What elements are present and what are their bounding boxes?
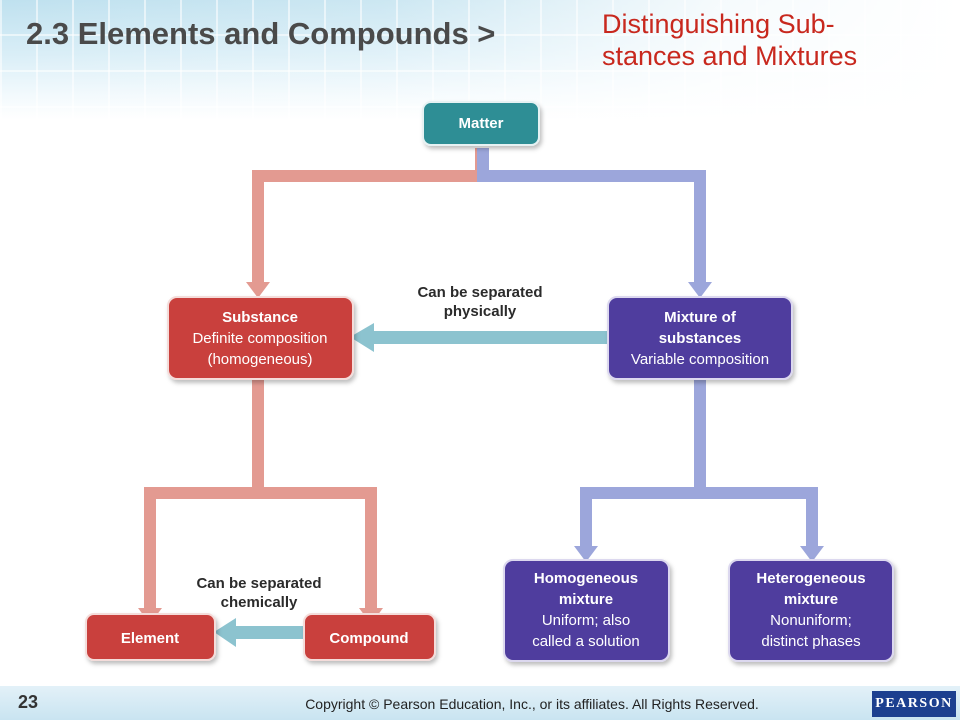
node-heterogeneous-line-2: distinct phases	[761, 633, 860, 650]
node-homogeneous-line-1: Uniform; also	[542, 612, 630, 629]
label-physical-line-2: physically	[444, 303, 517, 320]
node-substance	[167, 296, 354, 380]
node-compound	[303, 613, 436, 661]
subtitle-line-2: stances and Mixtures	[602, 41, 858, 71]
connectors-mixture-side	[477, 148, 824, 562]
matter-classification-diagram: Matter Substance Definite composition (h…	[85, 101, 894, 662]
pearson-logo: PEARSON	[872, 691, 956, 717]
node-heterogeneous-line-1: Nonuniform;	[770, 612, 852, 629]
node-heterogeneous-mixture	[728, 559, 894, 662]
node-homogeneous-line-2: called a solution	[532, 633, 640, 650]
node-mixture-line-1: Mixture of	[664, 309, 737, 326]
node-element-label: Element	[121, 630, 179, 647]
node-matter	[422, 101, 540, 146]
header-background-fade	[0, 0, 960, 120]
node-mixture-line-3: Variable composition	[631, 351, 769, 368]
node-compound-label: Compound	[329, 630, 408, 647]
label-chemical-line-1: Can be separated	[196, 575, 321, 592]
copyright-notice: Copyright © Pearson Education, Inc., or …	[305, 696, 759, 712]
label-physical-line-1: Can be separated	[417, 284, 542, 301]
subtitle-line-1: Distinguishing Sub-	[602, 9, 835, 39]
node-element	[85, 613, 216, 661]
connectors-substance-side	[138, 148, 487, 624]
node-heterogeneous-title-2: mixture	[784, 591, 838, 608]
slide-number: 23	[18, 692, 39, 712]
node-homogeneous-mixture	[503, 559, 670, 662]
slide-subtitle: Distinguishing Sub- stances and Mixtures	[602, 8, 932, 72]
footer-bar	[0, 686, 960, 720]
separation-arrows	[214, 323, 610, 647]
node-substance-line-2: (homogeneous)	[207, 351, 312, 368]
node-matter-label: Matter	[458, 115, 503, 132]
node-mixture	[607, 296, 793, 380]
node-homogeneous-title-1: Homogeneous	[534, 570, 638, 587]
node-heterogeneous-title-1: Heterogeneous	[756, 570, 865, 587]
label-chemical-line-2: chemically	[221, 594, 298, 611]
node-mixture-line-2: substances	[659, 330, 742, 347]
node-substance-title: Substance	[222, 309, 298, 326]
node-substance-line-1: Definite composition	[192, 330, 327, 347]
slide-title: 2.3 Elements and Compounds >	[26, 16, 496, 51]
node-homogeneous-title-2: mixture	[559, 591, 613, 608]
